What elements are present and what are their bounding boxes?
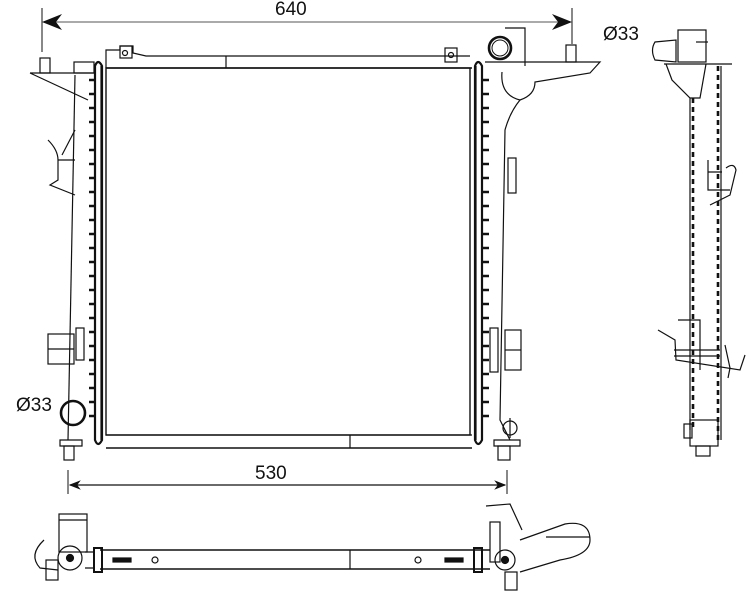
dimension-label-530: 530 — [255, 463, 287, 484]
front-view — [29, 27, 602, 461]
side-view — [651, 29, 746, 457]
dimension-label-640: 640 — [275, 0, 307, 20]
diameter-label-bottom-inlet: Ø33 — [16, 395, 52, 416]
diameter-label-top-outlet: Ø33 — [603, 24, 639, 45]
bottom-view — [34, 503, 591, 591]
dimension-530 — [67, 470, 508, 494]
tank-ticks — [89, 78, 489, 418]
dimension-640 — [41, 8, 573, 52]
